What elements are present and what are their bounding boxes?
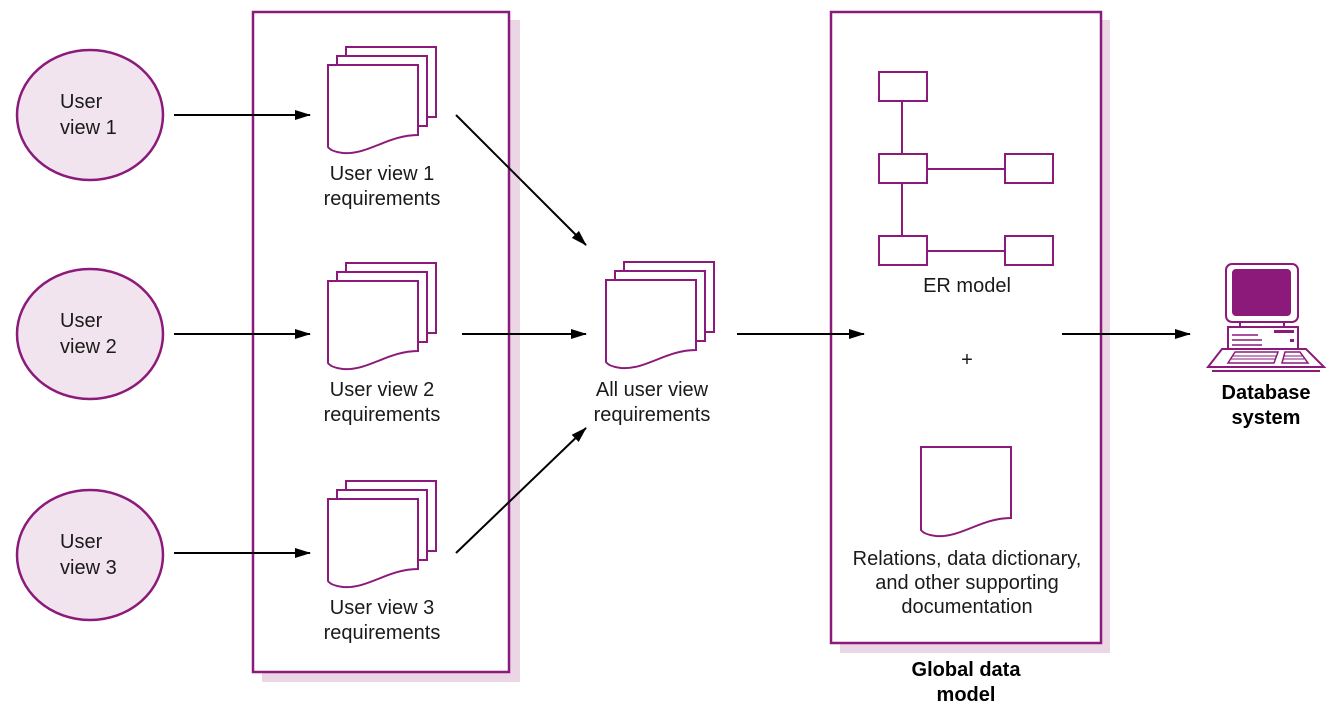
doc-line1: Relations, data dictionary, <box>853 548 1082 570</box>
user-view-1-line2: view 1 <box>60 117 117 139</box>
global-data-model-panel <box>829 10 1110 653</box>
global-model-title-line1: Global data <box>912 659 1022 681</box>
user-view-1: User view 1 <box>15 48 165 182</box>
er-entity <box>878 71 928 102</box>
doc-line3: documentation <box>901 596 1032 618</box>
er-entity <box>878 235 928 266</box>
document-stack-icon <box>605 261 715 370</box>
user-view-2-line2: view 2 <box>60 336 117 358</box>
user-view-2-line1: User <box>60 310 103 332</box>
document-icon <box>920 446 1012 538</box>
user-view-3-line2: view 3 <box>60 557 117 579</box>
plus-sign: + <box>961 349 973 371</box>
er-entity <box>878 153 928 184</box>
requirements-2-line2: requirements <box>324 404 441 426</box>
computer-icon <box>1205 263 1327 372</box>
global-model-title-line2: model <box>937 684 996 706</box>
requirements-3-line1: User view 3 <box>330 597 434 619</box>
requirements-3-line2: requirements <box>324 622 441 644</box>
document-stack-icon <box>327 262 437 371</box>
requirements-1-line1: User view 1 <box>330 163 434 185</box>
user-view-1-line1: User <box>60 91 103 113</box>
doc-line2: and other supporting <box>875 572 1058 594</box>
requirements-2-line1: User view 2 <box>330 379 434 401</box>
arrow-req3-to-merged <box>455 427 587 554</box>
user-view-3-line1: User <box>60 531 103 553</box>
er-entity <box>1004 153 1054 184</box>
merged-line2: requirements <box>594 404 711 426</box>
er-model-label: ER model <box>923 275 1011 297</box>
merged-line1: All user view <box>596 379 709 401</box>
user-view-3: User view 3 <box>15 488 165 622</box>
database-line1: Database <box>1222 382 1311 404</box>
user-view-2: User view 2 <box>15 267 165 401</box>
database-line2: system <box>1232 407 1301 429</box>
arrow-req1-to-merged <box>455 114 587 246</box>
requirements-1-line2: requirements <box>324 188 441 210</box>
er-entity <box>1004 235 1054 266</box>
document-stack-icon <box>327 480 437 589</box>
document-stack-icon <box>327 46 437 155</box>
er-model-diagram <box>878 71 1054 266</box>
